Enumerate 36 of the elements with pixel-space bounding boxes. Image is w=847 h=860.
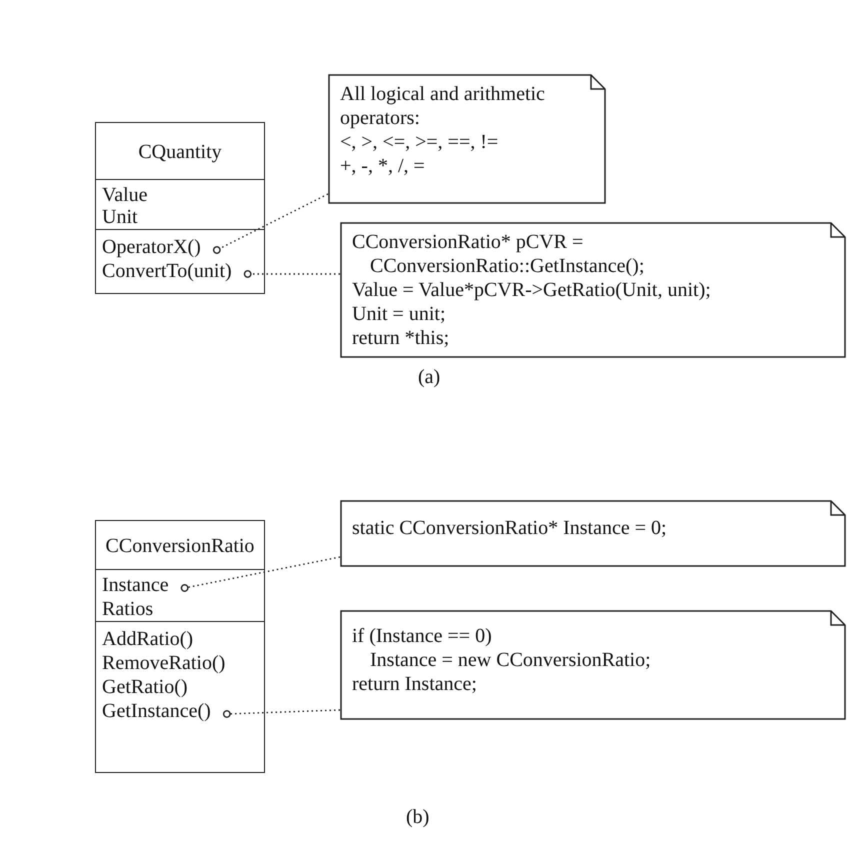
note-text: Unit = unit; <box>352 302 447 326</box>
note-text: return *this; <box>352 326 450 350</box>
note-text: return Instance; <box>352 672 478 696</box>
note-box <box>340 222 846 358</box>
note-text: CConversionRatio::GetInstance(); <box>369 254 646 278</box>
note-text: Instance = new CConversionRatio; <box>369 648 652 672</box>
operation-text: GetRatio() <box>102 675 204 699</box>
operation-text: GetInstance() <box>102 699 227 723</box>
note-box <box>328 74 606 204</box>
note-text: All logical and arithmetic operators: <box>340 82 546 130</box>
note-box <box>340 500 846 567</box>
attribute-text: Unit <box>102 205 154 229</box>
leader-line <box>244 270 340 278</box>
note-text: if (Instance == 0) <box>352 624 493 648</box>
note-text: +, -, *, /, = <box>340 154 426 178</box>
note-text: CConversionRatio* pCVR = <box>352 230 584 254</box>
operation-text: ConvertTo(unit) <box>102 259 248 283</box>
note-text: static CConversionRatio* Instance = 0; <box>352 516 668 540</box>
class-box <box>95 520 265 773</box>
leader-line <box>212 193 328 254</box>
attribute-text: Instance <box>102 573 185 597</box>
figure-label: (b) <box>406 806 430 829</box>
attribute-text: Ratios <box>102 597 170 621</box>
leader-line <box>180 556 340 592</box>
operation-text: OperatorX() <box>102 235 217 259</box>
class-name: CConversionRatio <box>104 535 256 558</box>
operation-text: RemoveRatio() <box>102 651 242 675</box>
note-text: Value = Value*pCVR->GetRatio(Unit, unit); <box>352 278 712 302</box>
note-text: <, >, <=, >=, ==, != <box>340 130 500 154</box>
note-box <box>340 610 846 720</box>
class-box <box>95 122 265 294</box>
figure-label: (a) <box>418 366 440 389</box>
operation-text: AddRatio() <box>102 627 210 651</box>
class-name: CQuantity <box>137 141 223 164</box>
attribute-text: Value <box>102 183 164 207</box>
leader-line <box>222 709 340 718</box>
